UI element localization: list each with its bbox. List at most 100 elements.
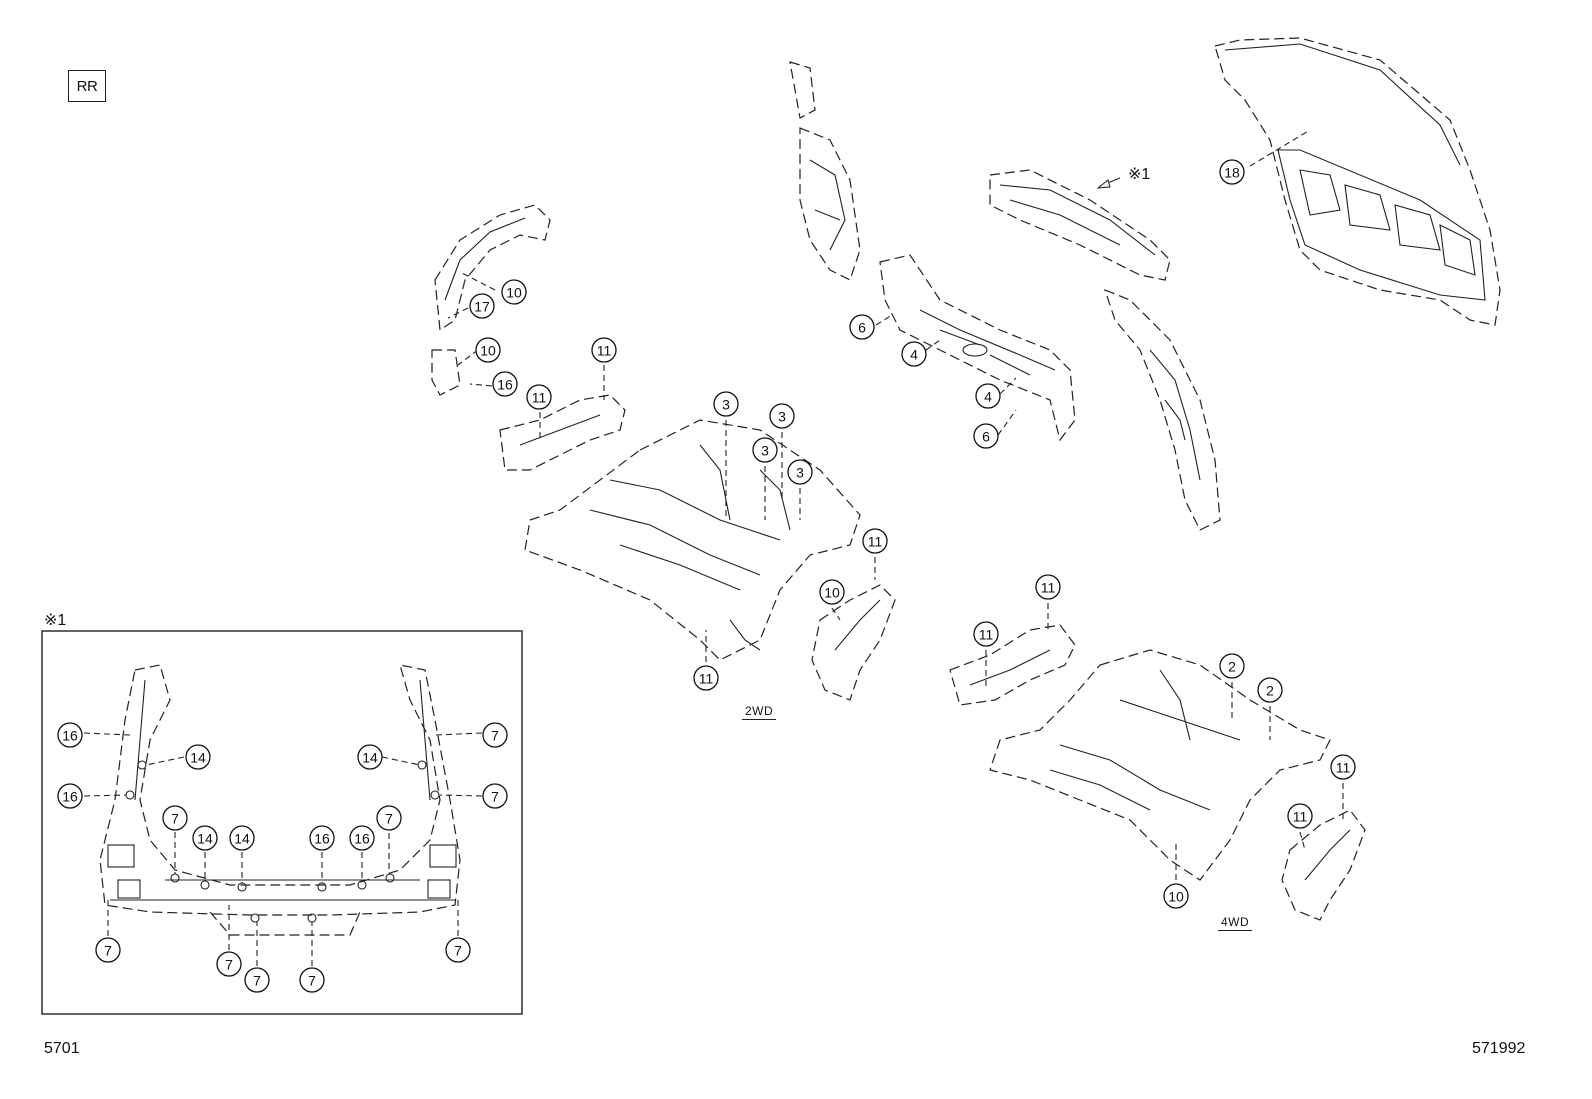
callout-number: 16 (314, 831, 330, 847)
view-code-label: RR (76, 77, 98, 95)
main-callout-10: 10 (1163, 883, 1189, 909)
left-side-panel-drawing (789, 61, 861, 281)
variant-label-4wd: 4WD (1218, 915, 1253, 931)
callout-circle (819, 579, 845, 605)
inset-callout-16: 16 (349, 825, 375, 851)
inset-callout-14: 14 (185, 744, 211, 770)
callout-circle (57, 722, 83, 748)
detail-inset-frame (41, 630, 523, 1015)
main-callout-3: 3 (769, 403, 795, 429)
extension-2wd-upper-drawing (499, 394, 626, 471)
callout-number: 2 (1266, 683, 1274, 699)
callout-circle (244, 967, 270, 993)
callout-number: 7 (385, 811, 393, 827)
callout-number: 11 (532, 390, 547, 406)
main-callout-10: 10 (475, 337, 501, 363)
callout-circle (1219, 653, 1245, 679)
callout-circle (713, 391, 739, 417)
callout-circle (357, 744, 383, 770)
callout-circle (445, 937, 471, 963)
back-panel-drawing (879, 254, 1076, 442)
callout-number: 10 (480, 343, 496, 359)
main-callout-11: 11 (693, 665, 719, 691)
main-callout-11: 11 (526, 384, 552, 410)
callout-number: 10 (1168, 889, 1184, 905)
footer-left-code: 5701 (44, 1040, 80, 1057)
callout-circle (1330, 754, 1356, 780)
main-callout-10: 10 (501, 279, 527, 305)
callout-number: 7 (104, 943, 112, 959)
floor-pan-2wd-drawing (524, 419, 861, 661)
inset-label: ※1 (44, 612, 67, 629)
callout-circle (849, 314, 875, 340)
callout-number: 16 (497, 377, 513, 393)
callout-number: 7 (171, 811, 179, 827)
callout-circle (309, 825, 335, 851)
variant-label-2wd: 2WD (742, 704, 777, 720)
main-callout-3: 3 (713, 391, 739, 417)
callout-number: 14 (190, 750, 206, 766)
callout-number: 7 (454, 943, 462, 959)
main-callout-4: 4 (901, 341, 927, 367)
callout-circle (299, 967, 325, 993)
main-callout-11: 11 (1035, 574, 1061, 600)
right-side-panel-drawing (1104, 288, 1221, 531)
floor-pan-4wd-drawing (989, 649, 1331, 881)
callout-circle (492, 371, 518, 397)
view-code-box: RR (68, 70, 106, 102)
callout-circle (482, 722, 508, 748)
callout-number: 7 (491, 789, 499, 805)
callout-number: 10 (824, 585, 840, 601)
main-callout-3: 3 (787, 459, 813, 485)
callout-number: 4 (984, 389, 992, 405)
main-callout-2: 2 (1219, 653, 1245, 679)
callout-number: 7 (491, 728, 499, 744)
main-callout-11: 11 (862, 528, 888, 554)
main-callout-6: 6 (849, 314, 875, 340)
callout-number: 7 (225, 957, 233, 973)
inset-leaders (83, 732, 483, 966)
callout-number: 2 (1228, 659, 1236, 675)
inset-callout-7: 7 (376, 805, 402, 831)
callout-circle (862, 528, 888, 554)
callout-circle (57, 783, 83, 809)
extension-4wd-upper-drawing (949, 624, 1076, 706)
callout-circle (501, 279, 527, 305)
callout-number: 10 (506, 285, 522, 301)
callout-number: 3 (761, 443, 769, 459)
callout-circle (591, 337, 617, 363)
callout-number: 14 (362, 750, 378, 766)
inset-callout-16: 16 (57, 783, 83, 809)
inset-callout-16: 16 (57, 722, 83, 748)
inset-callout-7: 7 (244, 967, 270, 993)
main-callout-6: 6 (973, 423, 999, 449)
callout-circle (1257, 677, 1283, 703)
callout-circle (1219, 159, 1245, 185)
callout-number: 16 (62, 789, 78, 805)
callout-circle (229, 825, 255, 851)
callout-circle (185, 744, 211, 770)
inset-callout-7: 7 (445, 937, 471, 963)
callout-number: 3 (778, 409, 786, 425)
callout-number: 11 (979, 627, 994, 643)
callout-circle (769, 403, 795, 429)
inset-callout-7: 7 (482, 722, 508, 748)
callout-circle (693, 665, 719, 691)
callout-circle (787, 459, 813, 485)
callout-circle (192, 825, 218, 851)
wheelhouse-drawing (431, 204, 551, 396)
callout-circle (901, 341, 927, 367)
callout-number: 14 (197, 831, 213, 847)
callout-circle (1035, 574, 1061, 600)
extension-4wd-lower-drawing (1281, 809, 1366, 921)
callout-circle (162, 805, 188, 831)
footer-right-code: 571992 (1472, 1040, 1526, 1057)
leader-line (1249, 129, 1311, 167)
callout-number: 11 (1041, 580, 1056, 596)
callout-number: 7 (308, 973, 316, 989)
main-leaders (447, 271, 1344, 880)
main-callout-3: 3 (752, 437, 778, 463)
